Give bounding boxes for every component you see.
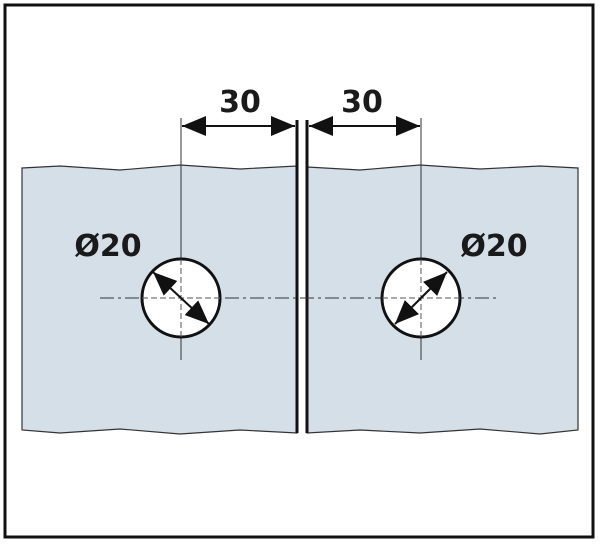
left-spacing-label: 30 — [219, 85, 261, 120]
right-diameter-arrow — [394, 271, 448, 325]
left-diameter-arrow — [152, 271, 210, 325]
left-diameter-label: Ø20 — [74, 229, 141, 264]
right-diameter-label: Ø20 — [460, 229, 527, 264]
right-spacing-label: 30 — [341, 85, 383, 120]
